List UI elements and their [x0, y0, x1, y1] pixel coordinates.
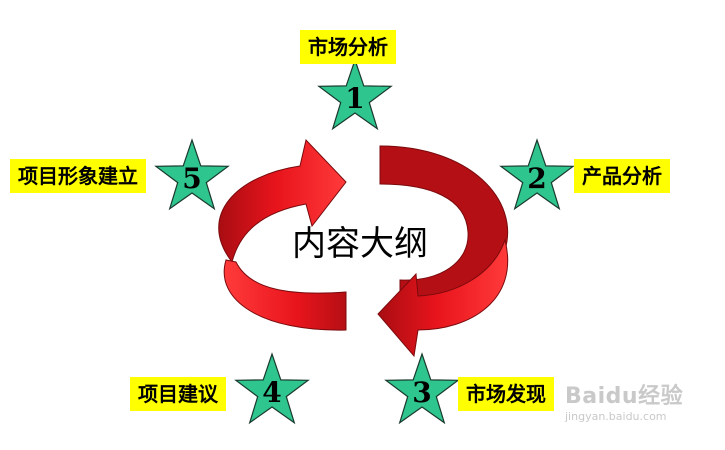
step-label-5: 项目形象建立: [10, 159, 146, 193]
step-number-1: 1: [345, 82, 364, 115]
star-icon-1: [317, 58, 393, 131]
step-number-3: 3: [412, 376, 431, 409]
watermark: Baidu经验 jingyan.baidu.com: [565, 384, 715, 424]
step-number-5: 5: [182, 162, 201, 195]
center-title: 内容大纲: [292, 224, 428, 264]
arrow-upper-left: [218, 138, 347, 264]
arrow-lower-right: [377, 238, 509, 358]
watermark-brand: Baidu经验: [565, 384, 684, 409]
step-stars: 1 2 3 4 5: [154, 58, 575, 425]
star-icon-2: [499, 138, 575, 211]
step-label-1: 市场分析: [300, 30, 396, 64]
star-icon-3: [384, 352, 460, 425]
star-icon-4: [234, 352, 310, 425]
arrow-ribbon-left: [223, 259, 347, 331]
step-label-4: 项目建议: [130, 377, 226, 411]
star-icon-5: [154, 138, 230, 211]
step-number-4: 4: [262, 376, 281, 409]
step-label-3: 市场发现: [458, 377, 554, 411]
step-label-2: 产品分析: [574, 159, 670, 193]
step-number-2: 2: [527, 162, 546, 195]
watermark-url: jingyan.baidu.com: [565, 410, 667, 423]
